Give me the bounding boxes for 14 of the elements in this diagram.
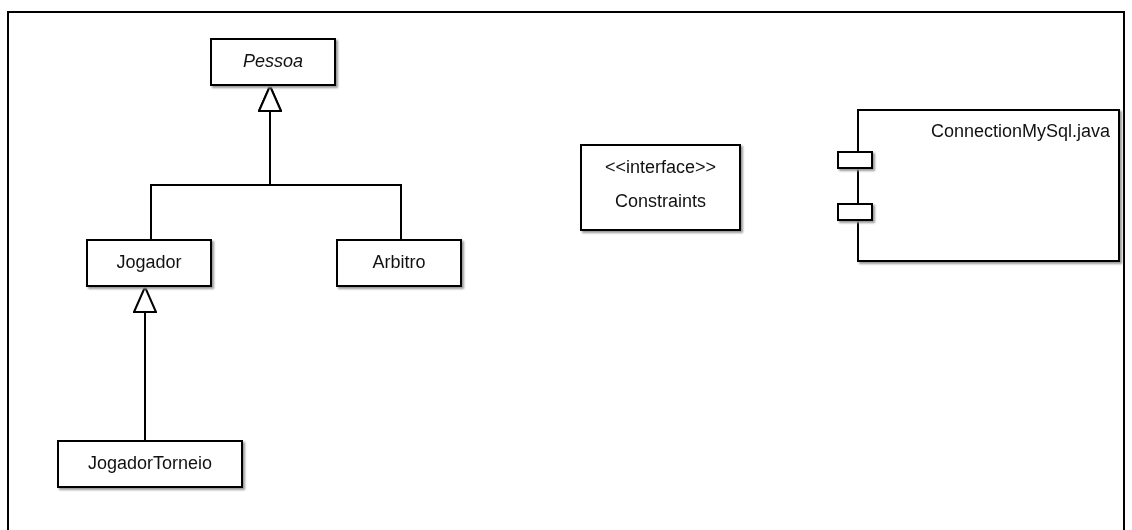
class-box xyxy=(336,239,462,287)
class-name: Pessoa xyxy=(242,50,303,73)
class-name: Constraints xyxy=(614,190,706,213)
class-box xyxy=(57,440,243,488)
class-box xyxy=(86,239,212,287)
class-name: Arbitro xyxy=(372,251,426,274)
abstract-class-box xyxy=(210,38,336,86)
component-name: ConnectionMySql.java xyxy=(930,120,1110,143)
class-name: JogadorTorneio xyxy=(87,452,213,475)
interface-box xyxy=(580,144,741,231)
stereotype-label: <<interface>> xyxy=(604,156,717,179)
generalization-arrow xyxy=(133,286,157,441)
class-name: Jogador xyxy=(116,251,182,274)
generalization-arrow xyxy=(258,85,402,240)
